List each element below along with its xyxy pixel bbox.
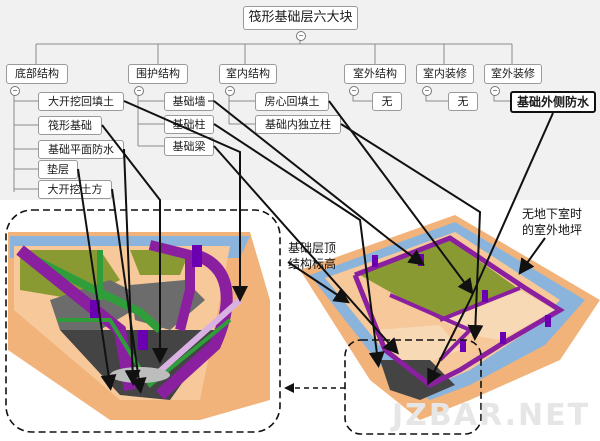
annotation-line: 结构标高 <box>288 257 337 271</box>
detail-view <box>8 232 270 420</box>
zoom-source-frame <box>344 339 482 435</box>
category-exterior-structure[interactable]: 室外结构 <box>344 64 406 84</box>
item-excavation[interactable]: 大开挖土方 <box>38 180 112 199</box>
category-envelope[interactable]: 围护结构 <box>128 64 188 84</box>
annotation-outdoor-ground: 无地下室时 的室外地坪 <box>522 206 582 238</box>
category-interior-finish[interactable]: 室内装修 <box>416 64 474 84</box>
item-none[interactable]: 无 <box>448 92 478 111</box>
category-interior-structure[interactable]: 室内结构 <box>219 64 277 84</box>
item-foundation-beam[interactable]: 基础梁 <box>164 137 214 156</box>
item-independent-column[interactable]: 基础内独立柱 <box>255 115 341 134</box>
collapse-toggle-icon[interactable]: − <box>349 86 359 96</box>
collapse-toggle-icon[interactable]: − <box>490 86 500 96</box>
item-foundation-wall[interactable]: 基础墙 <box>164 92 214 111</box>
collapse-toggle-icon[interactable]: − <box>134 86 144 96</box>
annotation-line: 的室外地坪 <box>522 223 583 237</box>
root-node[interactable]: 筏形基础层六大块 <box>243 6 358 30</box>
collapse-toggle-icon[interactable]: − <box>422 86 432 96</box>
item-room-backfill[interactable]: 房心回填土 <box>255 92 329 111</box>
item-foundation-column[interactable]: 基础柱 <box>164 115 214 134</box>
collapse-toggle-icon[interactable]: − <box>10 86 20 96</box>
zoom-detail-frame <box>5 209 281 433</box>
item-backfill[interactable]: 大开挖回填土 <box>38 92 124 111</box>
item-exterior-waterproof[interactable]: 基础外侧防水 <box>510 91 596 113</box>
item-none[interactable]: 无 <box>372 92 402 111</box>
collapse-toggle-icon[interactable]: − <box>225 86 235 96</box>
collapse-toggle-icon[interactable]: − <box>296 31 306 41</box>
item-raft-foundation[interactable]: 筏形基础 <box>38 116 102 135</box>
category-bottom[interactable]: 底部结构 <box>6 64 68 84</box>
annotation-line: 基础层顶 <box>288 241 337 255</box>
annotation-line: 无地下室时 <box>522 207 583 221</box>
annotation-top-elevation: 基础层顶 结构标高 <box>288 240 336 272</box>
category-exterior-finish[interactable]: 室外装修 <box>484 64 542 84</box>
overview-view <box>300 215 600 420</box>
watermark: JZBAR.NET <box>392 398 591 433</box>
